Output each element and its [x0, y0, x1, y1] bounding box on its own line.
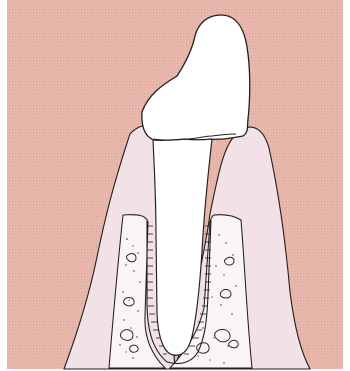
tooth-diagram	[0, 0, 350, 371]
tooth-diagram-svg	[0, 0, 350, 371]
